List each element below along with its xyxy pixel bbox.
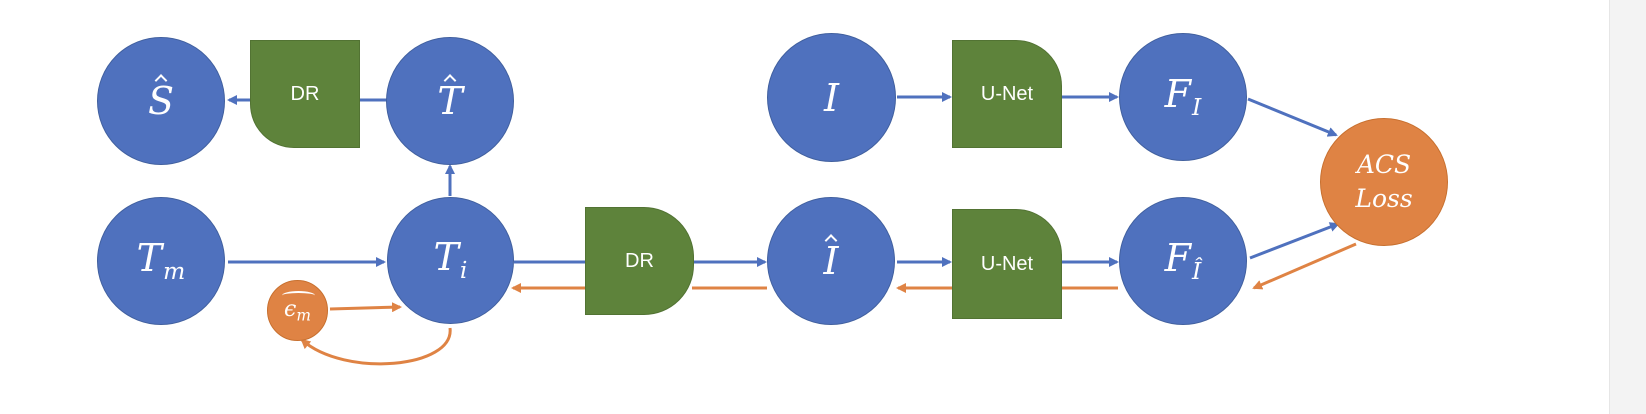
eps-m-sub: m xyxy=(296,306,311,325)
node-acs-loss: ACS Loss xyxy=(1320,118,1448,246)
f-i-base: F xyxy=(1164,71,1192,116)
f-i-sub: I xyxy=(1192,92,1202,121)
box-unet-top: U-Net xyxy=(952,40,1062,148)
box-unet-top-label: U-Net xyxy=(980,82,1034,105)
box-dr-mid: DR xyxy=(585,207,694,315)
node-i: I xyxy=(767,33,896,162)
t-i-sub: i xyxy=(459,256,468,285)
eps-m-base: ϵ xyxy=(284,296,297,322)
t-i-base: T xyxy=(433,235,459,280)
box-unet-bottom-label: U-Net xyxy=(980,252,1034,275)
i-hat-base: I xyxy=(823,239,839,283)
acs-loss-line2: Loss xyxy=(1355,184,1413,213)
box-dr-top-label: DR xyxy=(290,82,320,105)
f-i-hat-sub: Î xyxy=(1192,256,1202,285)
node-s-hat: S xyxy=(97,37,225,165)
edge-ti-loop-to-eps xyxy=(300,327,452,366)
node-i-hat: I xyxy=(767,197,895,325)
acs-loss-line1: ACS xyxy=(1356,150,1412,180)
node-eps-m: ϵm xyxy=(267,280,328,341)
right-edge-strip xyxy=(1609,0,1646,414)
s-hat-base: S xyxy=(147,79,175,123)
node-t-i: Ti xyxy=(387,197,514,324)
edge-fi-to-loss xyxy=(1247,97,1338,137)
t-m-sub: m xyxy=(163,256,186,285)
box-unet-bottom: U-Net xyxy=(952,209,1062,319)
node-f-i: FI xyxy=(1119,33,1247,161)
f-i-hat-base: F xyxy=(1164,235,1192,280)
t-m-base: T xyxy=(136,235,162,280)
edge-fihat-to-loss xyxy=(1249,222,1340,260)
edge-eps-to-ti xyxy=(329,302,402,313)
edge-loss-to-fihat xyxy=(1252,242,1357,290)
box-dr-mid-label: DR xyxy=(625,249,654,272)
t-hat-base: T xyxy=(437,79,463,123)
i-base: I xyxy=(823,75,839,120)
box-dr-top: DR xyxy=(250,40,360,148)
node-f-i-hat: FÎ xyxy=(1119,197,1247,325)
node-t-hat: T xyxy=(386,37,514,165)
node-t-m: Tm xyxy=(97,197,225,325)
